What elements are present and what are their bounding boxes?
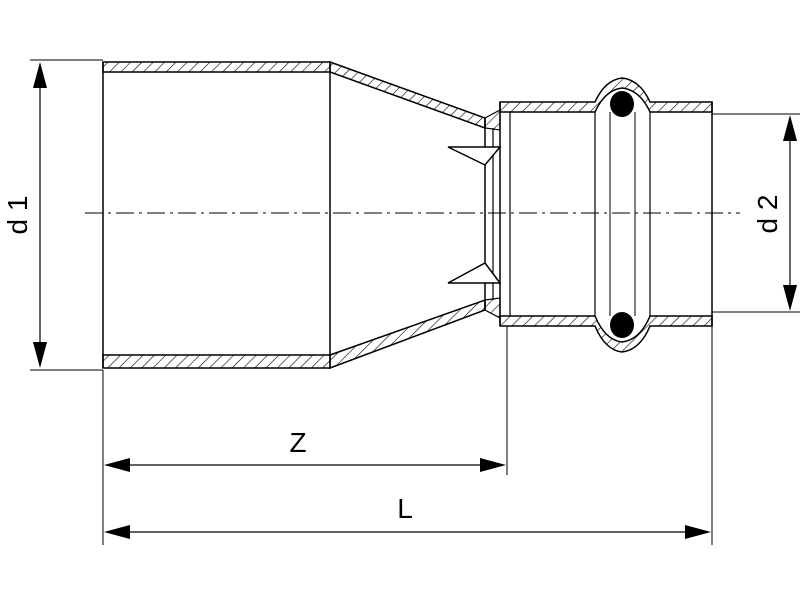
label-l: L (397, 493, 413, 524)
label-z: Z (289, 427, 306, 458)
label-d2: d 2 (752, 195, 783, 234)
large-socket (102, 61, 331, 369)
dimension-z (102, 326, 508, 545)
reducer-cone (329, 60, 501, 370)
dimension-l (104, 326, 713, 545)
dimension-d1 (30, 59, 103, 371)
stop-markers (447, 146, 502, 284)
label-d1: d 1 (2, 196, 33, 235)
press-end (499, 77, 713, 353)
o-ring-bottom (610, 312, 634, 338)
dimension-d2 (712, 113, 800, 313)
o-ring-top (610, 91, 634, 117)
